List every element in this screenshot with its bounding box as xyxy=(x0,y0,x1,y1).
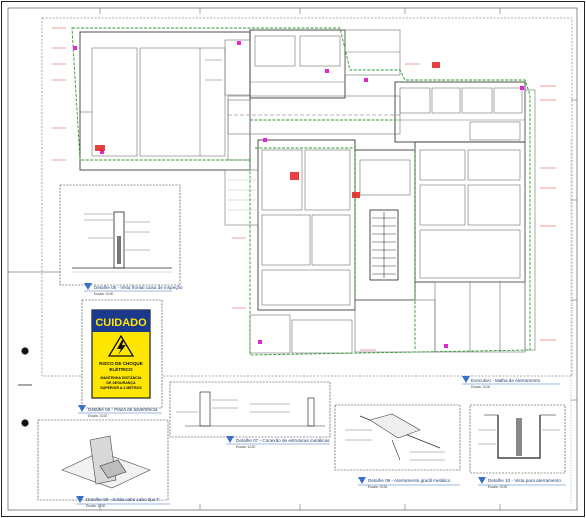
detail-05-scale: Escala: 1/100 xyxy=(94,292,114,296)
detail-08-scale: Escala: 1/100 xyxy=(86,504,106,508)
warning-line-3: MANTENHA DISTÂNCIA xyxy=(101,375,142,380)
warning-heading: CUIDADO xyxy=(95,317,147,329)
detail-08-title: Detalhe 08 - Solda cabo cabo tipo T xyxy=(86,497,159,502)
detail-07: Detalhe 07 - Conexão de estruturas metál… xyxy=(169,381,331,449)
detail-10-title: Detalhe 10 - Vista para aterramento xyxy=(488,478,561,483)
binder-hole-icon xyxy=(21,347,29,355)
detail-05: Detalhe 05 - Vista frontal caixa de insp… xyxy=(59,184,183,296)
binder-hole-icon xyxy=(21,419,29,427)
annotations xyxy=(52,27,556,351)
lightning-bolt-icon xyxy=(117,340,126,355)
plan-border xyxy=(41,17,573,377)
detail-09-title: Detalhe 09 - Aterramento gradil metálico xyxy=(368,478,451,483)
detail-09-scale: Escala: 1/100 xyxy=(368,485,388,489)
detail-09: Detalhe 09 - Aterramento gradil metálico… xyxy=(334,404,461,489)
detail-06-scale: Escala: 1/100 xyxy=(88,414,108,418)
detail-05-title: Detalhe 05 - Vista frontal caixa de insp… xyxy=(94,285,183,290)
detail-06-title: Detalhe 06 - Placa de advertência xyxy=(88,407,158,412)
detail-07-scale: Escala: 1/100 xyxy=(236,445,256,449)
detail-08: Detalhe 08 - Solda cabo cabo tipo T Esca… xyxy=(37,419,170,508)
warning-sign-header xyxy=(92,310,150,332)
warning-line-5: SUPERIOR A 3 METROS xyxy=(100,386,142,390)
detail-10: Detalhe 10 - Vista para aterramento Esca… xyxy=(469,404,566,489)
plan-caption-scale: Escala: 1/100 xyxy=(471,385,491,389)
grid-ticks xyxy=(99,8,577,510)
warning-line-1: RISCO DE CHOQUE xyxy=(99,361,143,366)
plan-caption: Executivo - Malha de Aterramento Escala:… xyxy=(462,376,560,389)
detail-06: CUIDADO RISCO DE CHOQUE ELÉTRICO MANTENH… xyxy=(78,299,163,418)
detail-10-scale: Escala: 1/100 xyxy=(488,485,508,489)
sheet-inner-frame xyxy=(7,7,578,511)
inspection-boxes xyxy=(73,41,524,348)
grounding-loop xyxy=(71,27,531,356)
detail-07-title: Detalhe 07 - Conexão de estruturas metál… xyxy=(236,438,330,443)
warning-line-4: DE SEGURANÇA xyxy=(106,381,136,385)
grounding-branch xyxy=(255,147,356,300)
warning-line-2: ELÉTRICO xyxy=(109,365,133,372)
plan-caption-title: Executivo - Malha de Aterramento xyxy=(471,378,541,383)
